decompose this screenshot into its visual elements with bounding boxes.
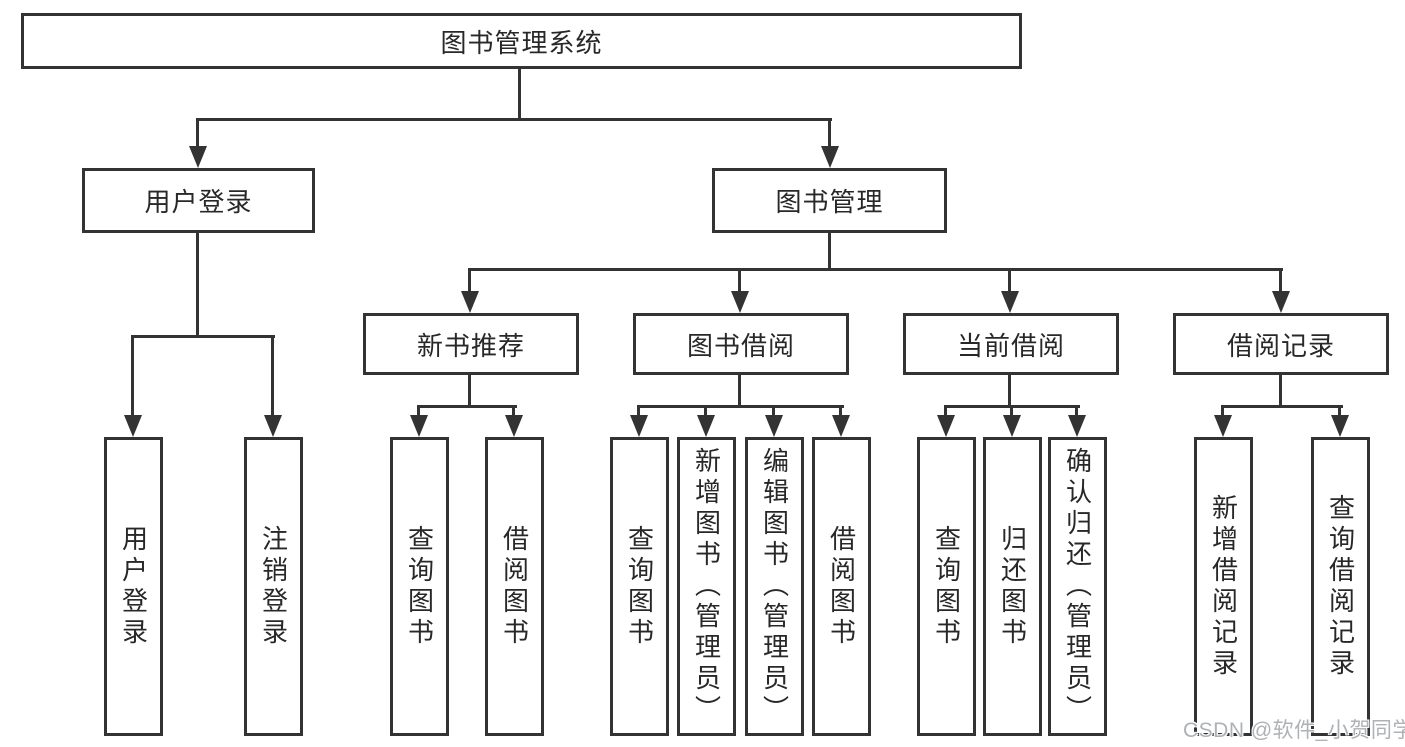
leaf-label: 查询图书: [404, 524, 435, 649]
arrow-down-icon: [697, 415, 715, 437]
v-line: [271, 335, 274, 417]
leaf-logout: 注销登录: [244, 437, 303, 736]
arrow-down-icon: [410, 415, 428, 437]
leaf-label: 编辑图书（管理员）: [759, 447, 790, 726]
arrow-down-icon: [461, 291, 479, 313]
v-line: [468, 268, 471, 293]
node-user-login: 用户登录: [82, 168, 315, 233]
arrow-down-icon: [937, 415, 955, 437]
v-line: [1279, 268, 1282, 293]
v-line: [512, 405, 515, 417]
v-line: [1008, 268, 1011, 293]
v-line: [518, 68, 521, 120]
arrow-down-icon: [124, 415, 142, 437]
leaf-borrow-books-1: 借阅图书: [485, 437, 544, 736]
node-borrow-records: 借阅记录: [1173, 313, 1389, 375]
v-line: [828, 233, 831, 271]
v-line: [944, 405, 947, 417]
node-current-borrow: 当前借阅: [903, 313, 1119, 375]
h-line: [637, 405, 844, 408]
v-line: [1279, 374, 1282, 407]
v-line: [839, 405, 842, 417]
leaf-edit-book-admin: 编辑图书（管理员）: [745, 437, 804, 736]
node-root: 图书管理系统: [21, 13, 1022, 69]
v-line: [417, 405, 420, 417]
leaf-borrow-books-2: 借阅图书: [812, 437, 871, 736]
node-label: 图书管理系统: [440, 27, 603, 58]
leaf-label: 用户登录: [118, 524, 149, 649]
leaf-query-books-2: 查询图书: [610, 437, 669, 736]
v-line: [468, 374, 471, 407]
v-line: [1010, 405, 1013, 417]
node-new-book-recommend: 新书推荐: [363, 313, 579, 375]
arrow-down-icon: [1001, 291, 1019, 313]
leaf-confirm-return-admin: 确认归还（管理员）: [1048, 437, 1107, 736]
node-book-management: 图书管理: [712, 168, 947, 233]
leaf-label: 查询借阅记录: [1325, 493, 1356, 680]
h-line: [196, 118, 832, 121]
leaf-query-borrow-record: 查询借阅记录: [1311, 437, 1370, 736]
leaf-label: 查询图书: [931, 524, 962, 649]
leaf-label: 查询图书: [624, 524, 655, 649]
node-label: 新书推荐: [416, 330, 525, 361]
arrow-down-icon: [765, 415, 783, 437]
v-line: [738, 268, 741, 293]
v-line: [637, 405, 640, 417]
arrow-down-icon: [264, 415, 282, 437]
leaf-add-book-admin: 新增图书（管理员）: [677, 437, 736, 736]
node-label: 图书借阅: [686, 330, 795, 361]
arrow-down-icon: [1068, 415, 1086, 437]
leaf-add-borrow-record: 新增借阅记录: [1194, 437, 1253, 736]
arrow-down-icon: [821, 146, 839, 168]
v-line: [131, 335, 134, 417]
node-label: 借阅记录: [1226, 330, 1335, 361]
v-line: [704, 405, 707, 417]
arrow-down-icon: [1331, 415, 1349, 437]
v-line: [738, 374, 741, 407]
arrow-down-icon: [1214, 415, 1232, 437]
arrow-down-icon: [731, 291, 749, 313]
arrow-down-icon: [189, 146, 207, 168]
h-line: [417, 405, 517, 408]
leaf-user-login: 用户登录: [104, 437, 163, 736]
v-line: [772, 405, 775, 417]
node-label: 当前借阅: [956, 330, 1065, 361]
arrow-down-icon: [1272, 291, 1290, 313]
h-line: [131, 335, 275, 338]
leaf-label: 借阅图书: [499, 524, 530, 649]
leaf-query-books-3: 查询图书: [917, 437, 976, 736]
leaf-label: 注销登录: [258, 524, 289, 649]
leaf-label: 新增图书（管理员）: [691, 447, 722, 726]
leaf-label: 新增借阅记录: [1208, 493, 1239, 680]
node-label: 图书管理: [775, 187, 884, 217]
arrow-down-icon: [1003, 415, 1021, 437]
node-label: 用户登录: [144, 187, 253, 217]
v-line: [1221, 405, 1224, 417]
watermark: CSDN @软件_小贺同学: [1183, 719, 1405, 742]
v-line: [196, 118, 199, 148]
leaf-label: 借阅图书: [826, 524, 857, 649]
node-book-borrow: 图书借阅: [633, 313, 849, 375]
v-line: [1075, 405, 1078, 417]
v-line: [828, 118, 831, 148]
h-line: [1221, 405, 1343, 408]
v-line: [1008, 374, 1011, 407]
leaf-query-books-1: 查询图书: [390, 437, 449, 736]
arrow-down-icon: [505, 415, 523, 437]
h-line: [468, 268, 1283, 271]
v-line: [196, 233, 199, 338]
leaf-label: 确认归还（管理员）: [1062, 447, 1093, 726]
v-line: [1338, 405, 1341, 417]
arrow-down-icon: [832, 415, 850, 437]
arrow-down-icon: [630, 415, 648, 437]
leaf-return-book: 归还图书: [983, 437, 1042, 736]
leaf-label: 归还图书: [997, 524, 1028, 649]
